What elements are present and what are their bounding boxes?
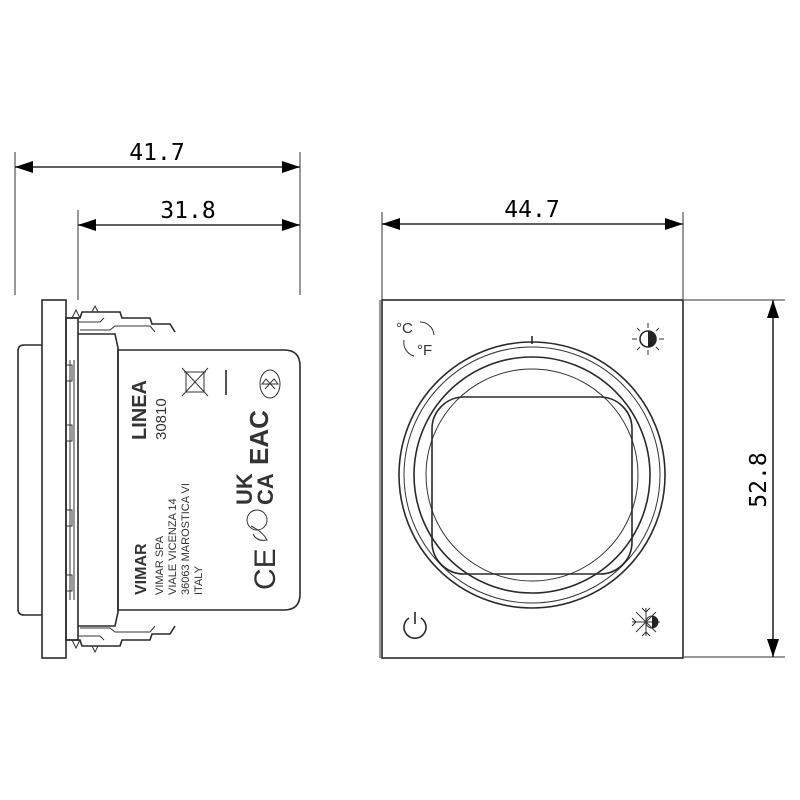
ce-mark: CE [249, 548, 282, 590]
ukca-bottom: CA [253, 473, 278, 505]
side-bottom-clip [66, 625, 176, 647]
outer-ring [398, 341, 666, 609]
ukca-mark: UK CA [232, 473, 278, 505]
dimension-body-width-label: 31.8 [160, 198, 215, 224]
side-body-neck [78, 333, 119, 627]
unit-cycle-arrow-icon [403, 339, 415, 357]
sun-mode-icon[interactable] [632, 323, 664, 355]
unit-f-label: °F [417, 342, 432, 359]
eac-mark: EAC [244, 410, 274, 465]
unit-toggle-button[interactable]: °C °F [396, 320, 435, 359]
front-plate [381, 299, 684, 659]
series-label: LINEA [129, 380, 151, 440]
side-view [17, 299, 301, 659]
dimension-overall-width-label: 41.7 [129, 140, 184, 166]
recycle-loop-icon [246, 509, 268, 541]
brand-label: VIMAR [133, 543, 150, 595]
side-label: LINEA 30810 VIMAR VIMAR SPA VIALE VICENZ… [129, 367, 282, 595]
power-icon[interactable] [403, 612, 427, 639]
center-button[interactable] [431, 396, 633, 575]
dimension-front-width: 44.7 [381, 197, 684, 300]
dimension-body-width: 31.8 [77, 198, 300, 300]
side-top-clip [66, 311, 176, 333]
dimension-overall-width: 41.7 [14, 140, 301, 295]
front-view: °C °F [379, 299, 684, 659]
unit-c-label: °C [396, 320, 413, 337]
city-label: 36063 MAROSTICA VI [180, 483, 192, 595]
bluetooth-icon [259, 369, 281, 399]
ukca-top: UK [232, 473, 257, 505]
weee-bin-icon [181, 367, 209, 397]
country-label: ITALY [193, 565, 205, 595]
dimension-front-height: 52.8 [684, 299, 785, 658]
street-label: VIALE VICENZA 14 [167, 498, 179, 595]
side-body-housing [117, 349, 301, 611]
heat-cool-mode-icon[interactable] [631, 607, 660, 637]
rotary-dial[interactable] [413, 356, 651, 594]
company-label: VIMAR SPA [154, 535, 166, 595]
side-front-plate [41, 299, 67, 659]
dimension-front-height-label: 52.8 [746, 452, 772, 507]
side-knob-cap [17, 344, 42, 616]
dimension-front-width-label: 44.7 [504, 197, 559, 223]
product-code: 30810 [153, 398, 170, 440]
